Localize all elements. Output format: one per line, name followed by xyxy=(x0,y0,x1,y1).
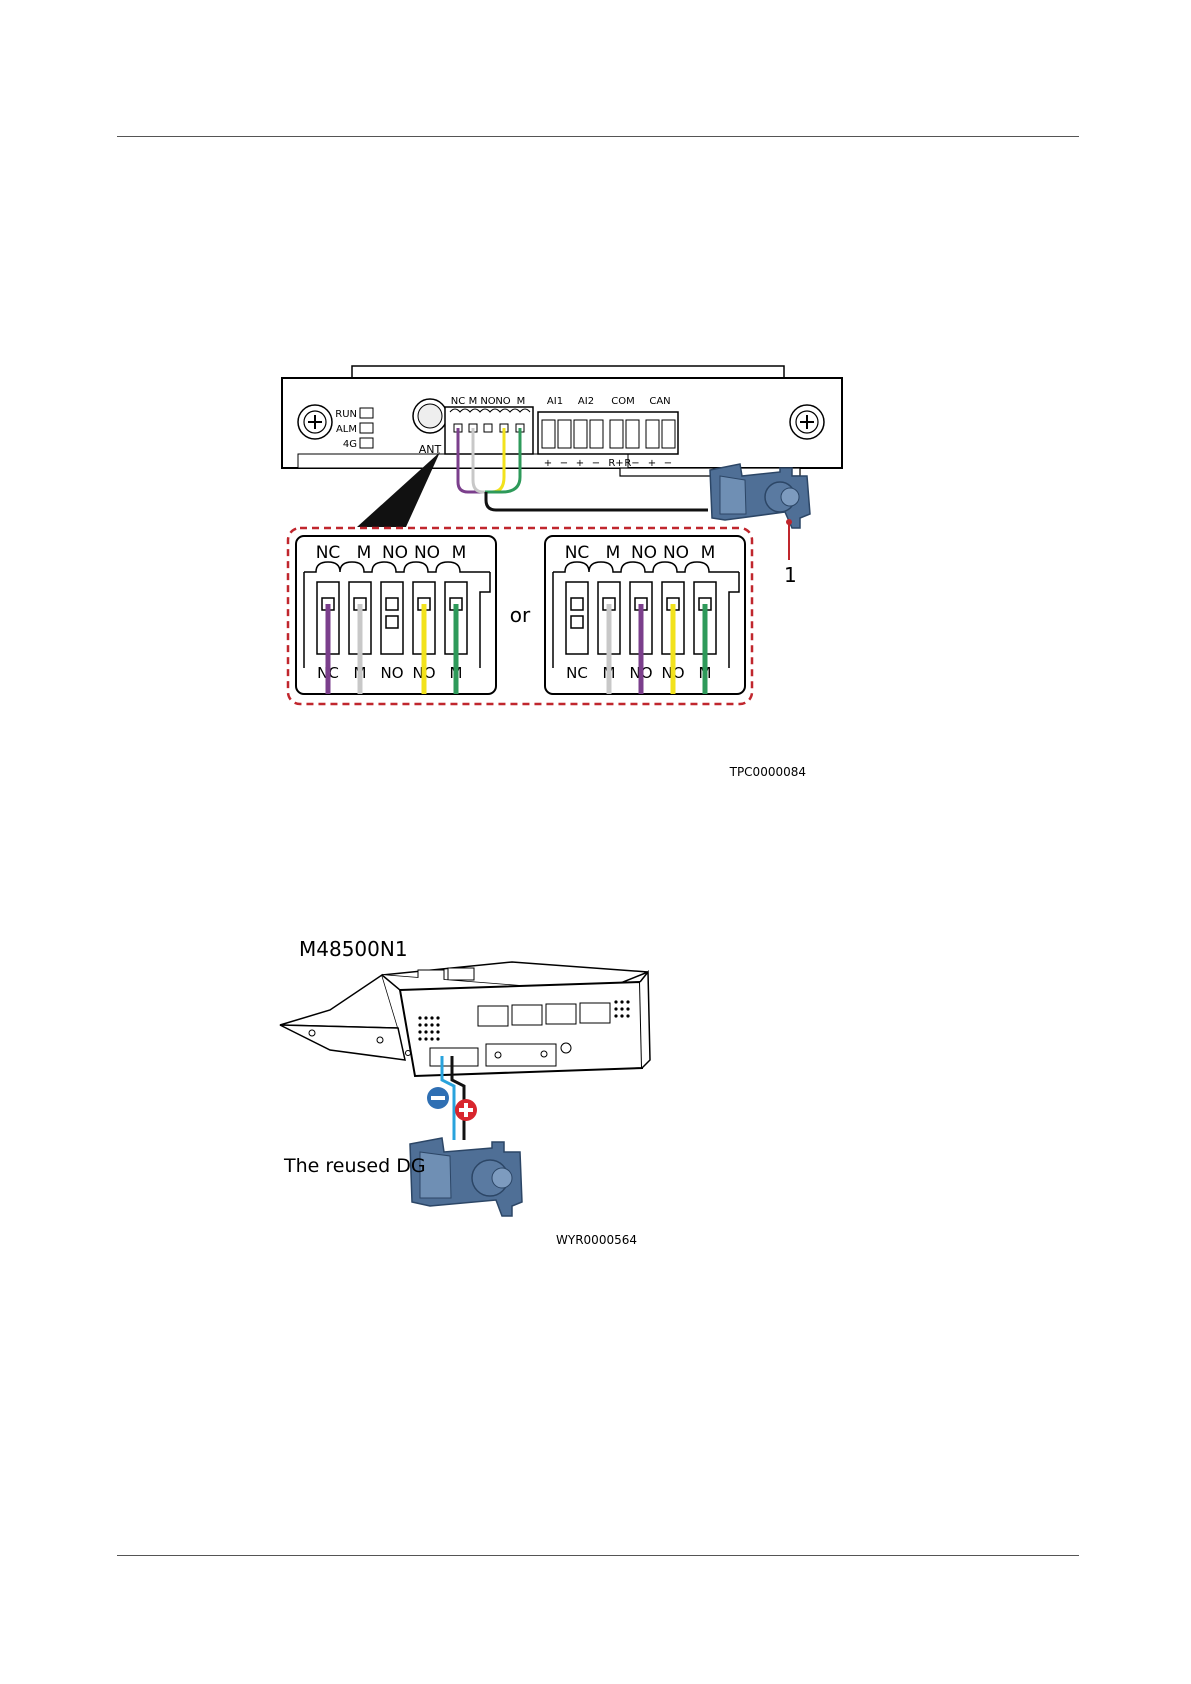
reused-dg-sensor-icon xyxy=(410,1138,522,1216)
footer-rule xyxy=(117,1555,1079,1556)
header-rule xyxy=(117,136,1079,137)
model-label: M48500N1 xyxy=(299,937,408,961)
or-text: or xyxy=(510,603,531,627)
polarity-5: R+ xyxy=(608,458,623,469)
detail-panel-right: NC M NO NO M NC M NO NO M xyxy=(545,536,745,694)
port-can-label: CAN xyxy=(649,396,670,407)
right-top-pin-4: NO xyxy=(663,543,689,563)
right-top-pin-3: NO xyxy=(631,543,657,563)
figure-1-code: TPC0000084 xyxy=(729,765,806,779)
figure-1-wiring-diagram: RUN ALM 4G ANT NC M NO NO M AI1 AI2 COM … xyxy=(280,372,880,792)
do-top-pin-3: NO xyxy=(480,396,495,407)
board-rail xyxy=(352,366,784,378)
callout-1-dot xyxy=(786,519,792,525)
port-ai2-label: AI2 xyxy=(578,396,594,407)
antenna-port-icon xyxy=(413,399,447,433)
led-4g-indicator xyxy=(360,438,373,448)
left-top-pin-1: NC xyxy=(316,543,341,563)
port-com-label: COM xyxy=(611,396,634,407)
left-top-pin-3: NO xyxy=(382,543,408,563)
polarity-6: R− xyxy=(624,458,639,469)
screw-left-icon xyxy=(298,405,332,439)
plus-terminal-icon xyxy=(455,1099,477,1121)
led-4g-label: 4G xyxy=(343,439,357,450)
polarity-7: + xyxy=(648,458,656,469)
right-top-pin-1: NC xyxy=(565,543,590,563)
figure-2-code: WYR0000564 xyxy=(556,1233,637,1247)
do-top-pin-4: NO xyxy=(495,396,510,407)
do-top-pin-5: M xyxy=(517,396,526,407)
polarity-2: − xyxy=(560,458,568,469)
polarity-8: − xyxy=(664,458,672,469)
polarity-3: + xyxy=(576,458,584,469)
port-ai1-label: AI1 xyxy=(547,396,563,407)
minus-terminal-icon xyxy=(427,1087,449,1109)
led-alm-indicator xyxy=(360,423,373,433)
left-top-pin-2: M xyxy=(357,543,372,563)
polarity-labels: + − + − R+ R− + − xyxy=(544,458,672,469)
left-top-pin-5: M xyxy=(452,543,467,563)
reused-dg-label: The reused DG xyxy=(283,1155,426,1177)
detail-panel-left: NC M NO NO M NC M NO NO M xyxy=(296,536,496,694)
left-bottom-pin-3: NO xyxy=(380,664,403,682)
led-alm-label: ALM xyxy=(336,424,357,435)
right-bottom-pin-1: NC xyxy=(566,664,588,682)
m48500n1-module xyxy=(280,962,650,1076)
polarity-4: − xyxy=(592,458,600,469)
polarity-1: + xyxy=(544,458,552,469)
figure-2-dg-wiring: M48500N1 xyxy=(270,930,660,1260)
callout-1-label: 1 xyxy=(784,563,797,587)
right-top-pin-2: M xyxy=(606,543,621,563)
led-run-label: RUN xyxy=(335,409,357,420)
right-top-pin-5: M xyxy=(701,543,716,563)
do-top-pin-1: NC xyxy=(451,396,465,407)
do-top-pin-2: M xyxy=(469,396,478,407)
left-top-pin-4: NO xyxy=(414,543,440,563)
screw-right-icon xyxy=(790,405,824,439)
signal-terminal-block xyxy=(538,412,678,454)
led-run-indicator xyxy=(360,408,373,418)
